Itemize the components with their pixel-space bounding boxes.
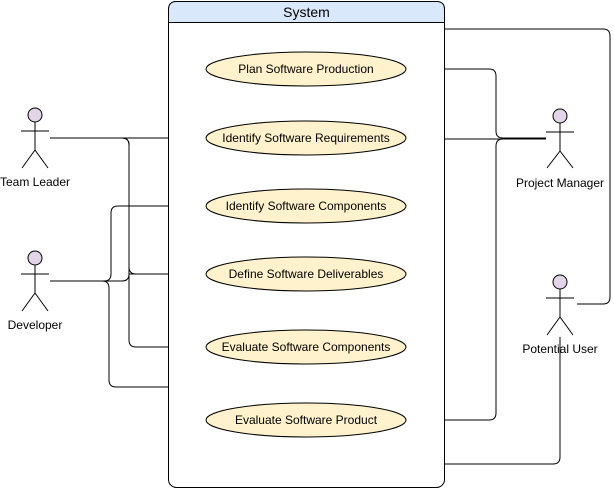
actor-project-manager[interactable]: Project Manager (516, 108, 604, 190)
use-case-label: Identify Software Components (226, 199, 387, 213)
connector-developer-define-deliverables (50, 273, 206, 282)
use-case-ellipse (205, 256, 407, 292)
connector-plan-project-manager (406, 68, 546, 139)
stick-figure-icon (546, 274, 574, 336)
use-case-label: Evaluate Software Product (235, 413, 378, 427)
stick-figure-icon (21, 250, 49, 312)
actor-developer[interactable]: Developer (8, 250, 63, 332)
use-case-label: Define Software Deliverables (229, 267, 384, 281)
use-case-label: Identify Software Requirements (222, 131, 389, 145)
actor-label: Project Manager (516, 176, 604, 190)
use-cases: Plan Software Production Identify Softwa… (205, 51, 407, 438)
actor-label: Potential User (522, 342, 597, 356)
use-case-define-software-deliverables[interactable]: Define Software Deliverables (205, 256, 407, 292)
actor-label: Developer (8, 318, 63, 332)
actor-potential-user[interactable]: Potential User (522, 274, 598, 356)
use-case-identify-software-requirements[interactable]: Identify Software Requirements (205, 120, 407, 156)
actors: Team Leader Developer Project Manager Po… (0, 107, 604, 356)
use-case-identify-software-components[interactable]: Identify Software Components (205, 188, 407, 224)
use-case-label: Evaluate Software Components (222, 340, 391, 354)
system-header (168, 1, 445, 23)
stick-figure-icon (546, 108, 574, 169)
use-case-ellipse (205, 120, 407, 156)
actor-label: Team Leader (0, 175, 70, 189)
use-case-evaluate-software-components[interactable]: Evaluate Software Components (205, 329, 407, 365)
system-title: System (283, 4, 330, 20)
use-case-ellipse (205, 51, 407, 87)
connector-evaluate-product-project-manager (406, 138, 546, 421)
connector-team-leader-evaluate-components (50, 137, 206, 348)
use-case-ellipse (205, 329, 407, 365)
stick-figure-icon (21, 107, 49, 169)
actor-team-leader[interactable]: Team Leader (0, 107, 70, 189)
use-case-plan-software-production[interactable]: Plan Software Production (205, 51, 407, 87)
use-case-evaluate-software-product[interactable]: Evaluate Software Product (205, 402, 407, 438)
use-case-ellipse (205, 402, 407, 438)
use-case-ellipse (205, 188, 407, 224)
system-boundary: System (168, 1, 445, 488)
use-case-label: Plan Software Production (238, 62, 373, 76)
